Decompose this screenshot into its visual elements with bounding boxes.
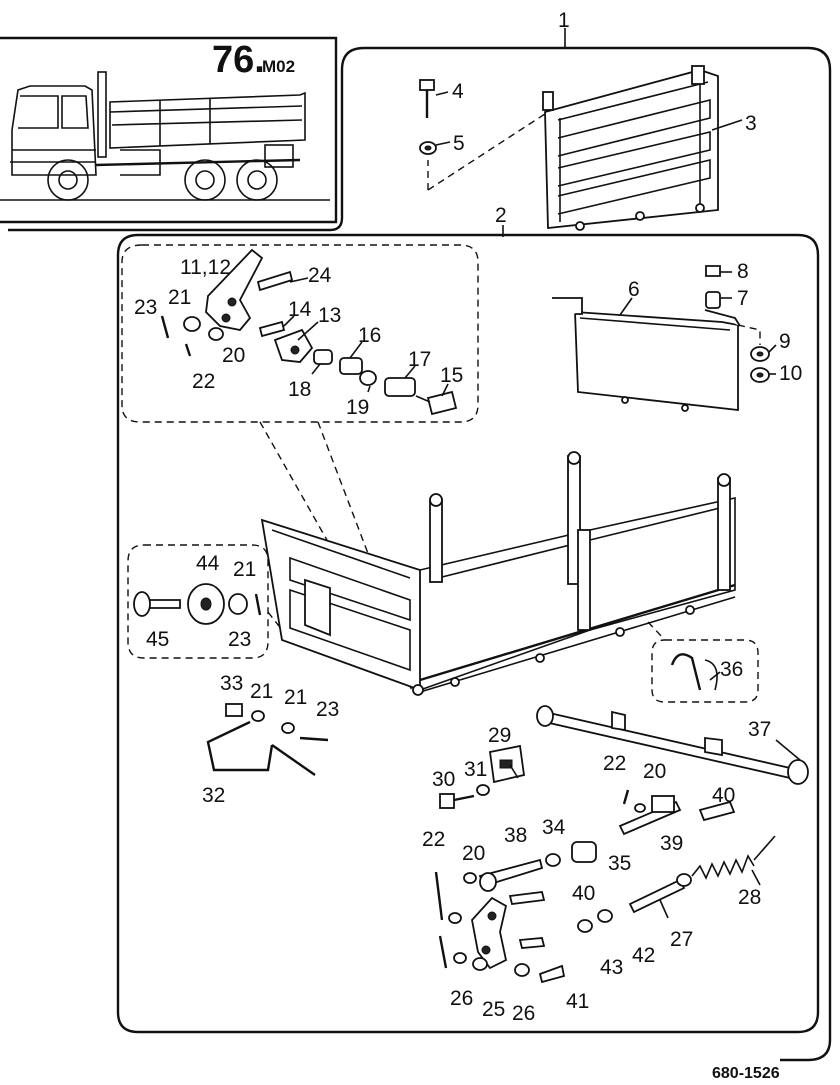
callout-18: 18 <box>288 378 311 401</box>
shaft-part-37 <box>536 705 809 785</box>
callout-35: 35 <box>608 852 631 875</box>
callout-39: 39 <box>660 832 683 855</box>
assembly-1-frame <box>8 28 832 1062</box>
callout-33: 33 <box>220 672 243 695</box>
callout-19: 19 <box>346 396 369 419</box>
callout-36: 36 <box>720 658 743 681</box>
callout-11-12: 11,12 <box>180 256 231 279</box>
callout-31: 31 <box>464 758 487 781</box>
side-flap-part-6 <box>552 297 741 412</box>
part-6-dashed-link <box>737 324 761 345</box>
thumbnail-frame <box>0 36 338 224</box>
callout-20-upper: 20 <box>643 760 666 783</box>
callout-21-pin: 21 <box>233 558 256 581</box>
callout-24: 24 <box>308 264 332 287</box>
callout-27: 27 <box>670 928 693 951</box>
callout-29: 29 <box>488 724 511 747</box>
part-36-dashed-link <box>647 621 666 641</box>
callout-20-hinge: 20 <box>222 344 245 367</box>
callout-23-hinge: 23 <box>134 296 157 319</box>
platform-body <box>260 451 736 696</box>
callout-21-hinge: 21 <box>168 286 191 309</box>
callout-8: 8 <box>737 260 749 283</box>
callout-40-upper: 40 <box>712 784 735 807</box>
group-number-main: 76. <box>212 39 265 81</box>
nut-part-9 <box>750 346 770 362</box>
bolt-part-4 <box>419 79 435 118</box>
callout-22-hinge: 22 <box>192 370 215 393</box>
callout-4: 4 <box>452 80 464 103</box>
pin-dashed-link <box>267 611 283 631</box>
callout-14: 14 <box>288 298 312 321</box>
callout-42: 42 <box>632 944 655 967</box>
group-number: 76. M02 <box>212 39 295 81</box>
block-part-29 <box>488 744 526 784</box>
callout-22-lower: 22 <box>422 828 445 851</box>
callout-26-right: 26 <box>512 1002 535 1025</box>
callout-37: 37 <box>748 718 771 741</box>
callout-10: 10 <box>779 362 802 385</box>
truck-thumbnail <box>0 71 330 201</box>
part-36-detail <box>651 639 759 703</box>
callout-25: 25 <box>482 998 505 1021</box>
callout-23-pin: 23 <box>228 628 251 651</box>
callout-5: 5 <box>453 132 465 155</box>
callout-2: 2 <box>495 204 507 227</box>
callout-1: 1 <box>558 9 570 32</box>
bolt-part-30 <box>439 793 475 809</box>
callout-41: 41 <box>566 990 589 1013</box>
bolt-part-8 <box>705 265 721 277</box>
callout-26-left: 26 <box>450 987 473 1010</box>
leader-lines <box>283 91 801 919</box>
callout-32: 32 <box>202 784 225 807</box>
callout-38: 38 <box>504 824 527 847</box>
callout-labels: 1 2 3 4 5 6 7 8 9 10 11,12 13 14 15 16 1… <box>134 9 802 1025</box>
handle-part-32 <box>206 703 329 776</box>
group-number-suffix: M02 <box>262 57 295 76</box>
callout-30: 30 <box>432 768 455 791</box>
callout-44: 44 <box>196 552 220 575</box>
callout-45: 45 <box>146 628 169 651</box>
callout-7: 7 <box>737 287 749 310</box>
callout-15: 15 <box>440 364 463 387</box>
callout-34: 34 <box>542 816 566 839</box>
callout-6: 6 <box>628 278 640 301</box>
hinge-detail-box <box>121 244 479 423</box>
nut-part-10 <box>750 367 770 383</box>
pin-detail-box <box>127 544 269 659</box>
washer-part-31 <box>476 784 490 796</box>
callout-9: 9 <box>779 330 791 353</box>
tailgate-part-3 <box>542 65 719 231</box>
callout-13: 13 <box>318 304 341 327</box>
callout-3: 3 <box>745 112 757 135</box>
callout-16: 16 <box>358 324 381 347</box>
callout-17: 17 <box>408 348 431 371</box>
callout-43: 43 <box>600 956 623 979</box>
callout-20-lower: 20 <box>462 842 485 865</box>
callout-28: 28 <box>738 886 761 909</box>
drawing-code: 680-1526 <box>712 1065 780 1082</box>
callout-22-upper: 22 <box>603 752 626 775</box>
callout-21-handle-b: 21 <box>284 686 307 709</box>
washer-part-5 <box>419 141 437 155</box>
callout-21-handle-a: 21 <box>250 680 273 703</box>
lever-assembly <box>434 789 776 984</box>
bushing-part-7 <box>705 291 721 309</box>
assembly-2-frame <box>116 225 820 1034</box>
callout-23-handle: 23 <box>316 698 339 721</box>
callout-40-lower: 40 <box>572 882 595 905</box>
part-3-dashed-link <box>427 111 549 191</box>
